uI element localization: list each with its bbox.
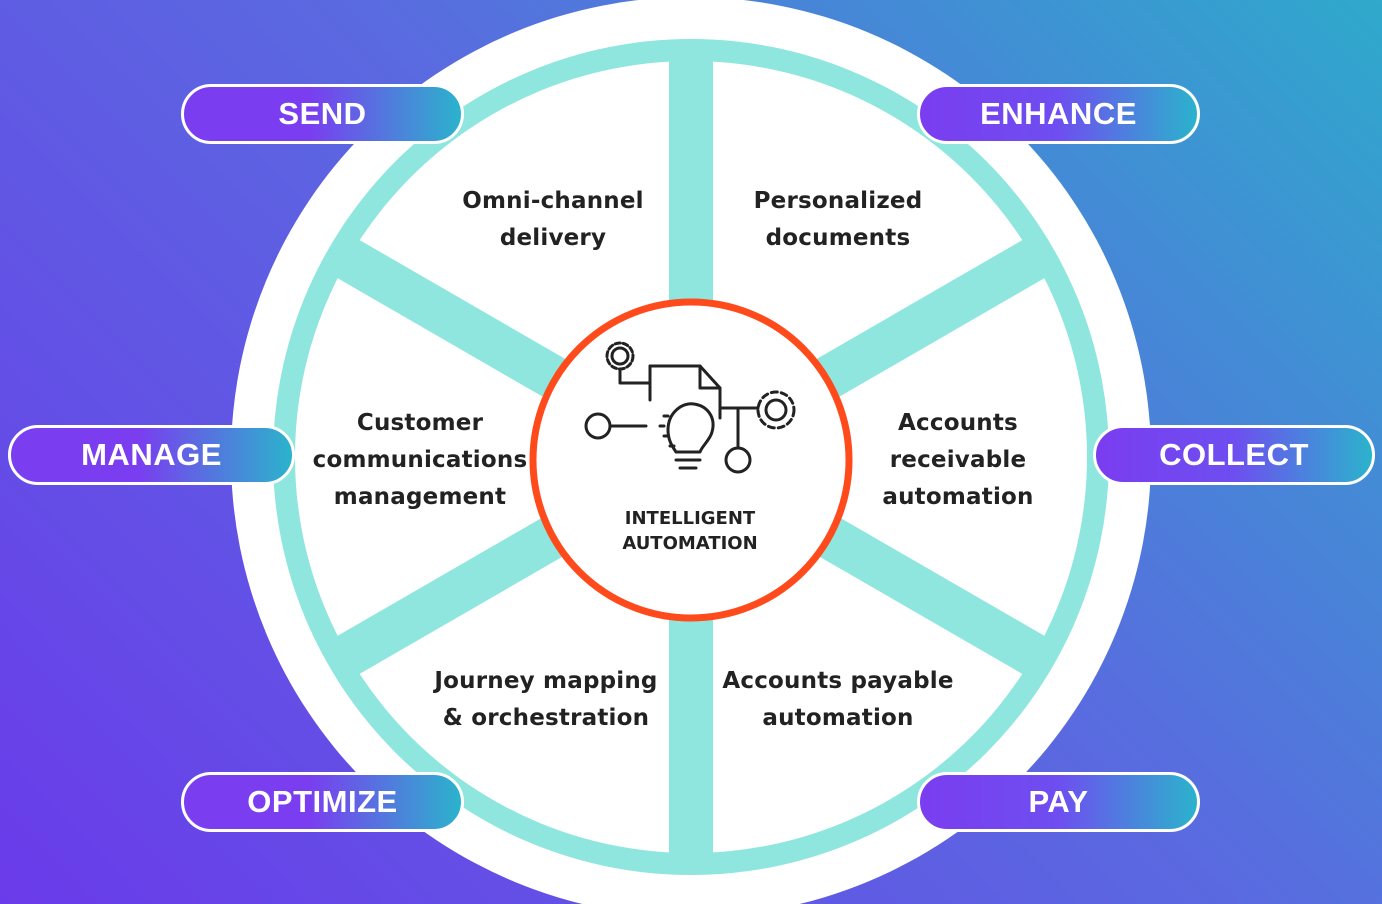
document-lightbulb-gears-icon (584, 341, 796, 474)
segment-right: Accounts receivable automation (858, 405, 1058, 516)
segment-bottom-right: Accounts payable automation (708, 663, 968, 737)
segment-text-line: automation (762, 705, 914, 731)
segment-top-left: Omni-channel delivery (433, 183, 673, 257)
segment-text-line: documents (765, 225, 911, 251)
center-label: INTELLIGENT AUTOMATION (595, 506, 785, 556)
pill-optimize-label: OPTIMIZE (247, 784, 398, 819)
center-label-line2: AUTOMATION (622, 533, 758, 554)
center-label-line1: INTELLIGENT (624, 508, 756, 529)
pill-manage: MANAGE (8, 425, 295, 485)
segment-text-line: communications (312, 447, 528, 473)
pill-pay: PAY (917, 772, 1200, 832)
pill-collect: COLLECT (1093, 425, 1375, 485)
segment-top-right: Personalized documents (718, 183, 958, 257)
segment-text-line: receivable (889, 447, 1027, 473)
segment-text-line: & orchestration (442, 705, 650, 731)
segment-text-line: delivery (499, 225, 607, 251)
pill-pay-label: PAY (1028, 784, 1089, 819)
segment-text-line: Journey mapping (434, 668, 658, 694)
segment-bottom-left: Journey mapping & orchestration (418, 663, 674, 737)
pill-manage-label: MANAGE (81, 437, 222, 472)
pill-enhance: ENHANCE (917, 84, 1200, 144)
pill-optimize: OPTIMIZE (181, 772, 464, 832)
segment-text-line: Accounts payable (722, 668, 954, 694)
segment-text-line: Omni-channel (462, 188, 644, 214)
segment-text-line: Customer (356, 410, 484, 436)
segment-text-line: Personalized (753, 188, 923, 214)
segment-text-line: automation (882, 484, 1034, 510)
pill-send-label: SEND (278, 96, 367, 131)
segment-text-line: management (333, 484, 507, 510)
pill-collect-label: COLLECT (1159, 437, 1309, 472)
pill-enhance-label: ENHANCE (980, 96, 1137, 131)
segment-left: Customer communications management (310, 405, 530, 516)
pill-send: SEND (181, 84, 464, 144)
segment-text-line: Accounts (898, 410, 1018, 436)
